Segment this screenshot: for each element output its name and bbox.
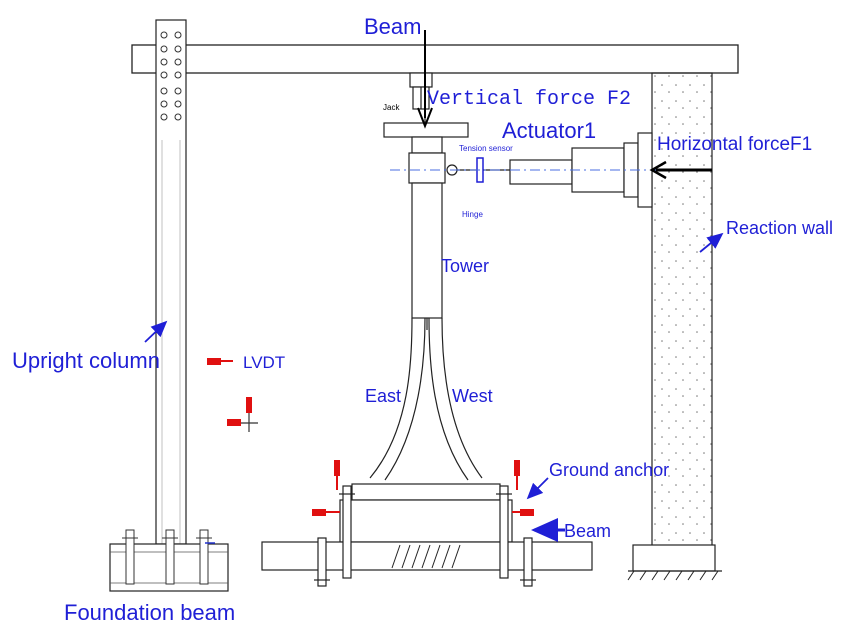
label-upright-column: Upright column	[12, 348, 160, 373]
reaction-wall	[627, 72, 722, 581]
label-beam-top: Beam	[364, 14, 421, 39]
label-tower: Tower	[441, 256, 489, 276]
label-hinge: Hinge	[462, 210, 483, 219]
actuator-assembly	[390, 132, 700, 208]
vertical-force-arrow	[417, 30, 433, 129]
top-beam	[131, 44, 739, 74]
pointer-arrows	[144, 232, 724, 542]
label-lvdt: LVDT	[243, 353, 285, 372]
horizontal-force-arrow	[649, 160, 712, 180]
label-east: East	[365, 386, 401, 406]
label-horizontal-force: Horizontal forceF1	[657, 134, 812, 155]
base-block	[261, 483, 593, 587]
label-actuator: Actuator1	[502, 118, 596, 143]
label-foundation-beam: Foundation beam	[64, 600, 235, 625]
label-jack: Jack	[383, 103, 400, 112]
upright-column	[155, 19, 187, 545]
label-vertical-force: Vertical force F2	[427, 88, 631, 111]
label-beam-bottom: Beam	[564, 521, 611, 541]
lvdt-sensors	[207, 358, 534, 516]
label-tension-sensor: Tension sensor	[459, 144, 513, 153]
tower	[369, 136, 483, 481]
foundation-beam-left	[109, 529, 229, 592]
label-west: West	[452, 386, 493, 406]
label-ground-anchor: Ground anchor	[549, 460, 669, 480]
label-reaction-wall: Reaction wall	[726, 218, 833, 238]
